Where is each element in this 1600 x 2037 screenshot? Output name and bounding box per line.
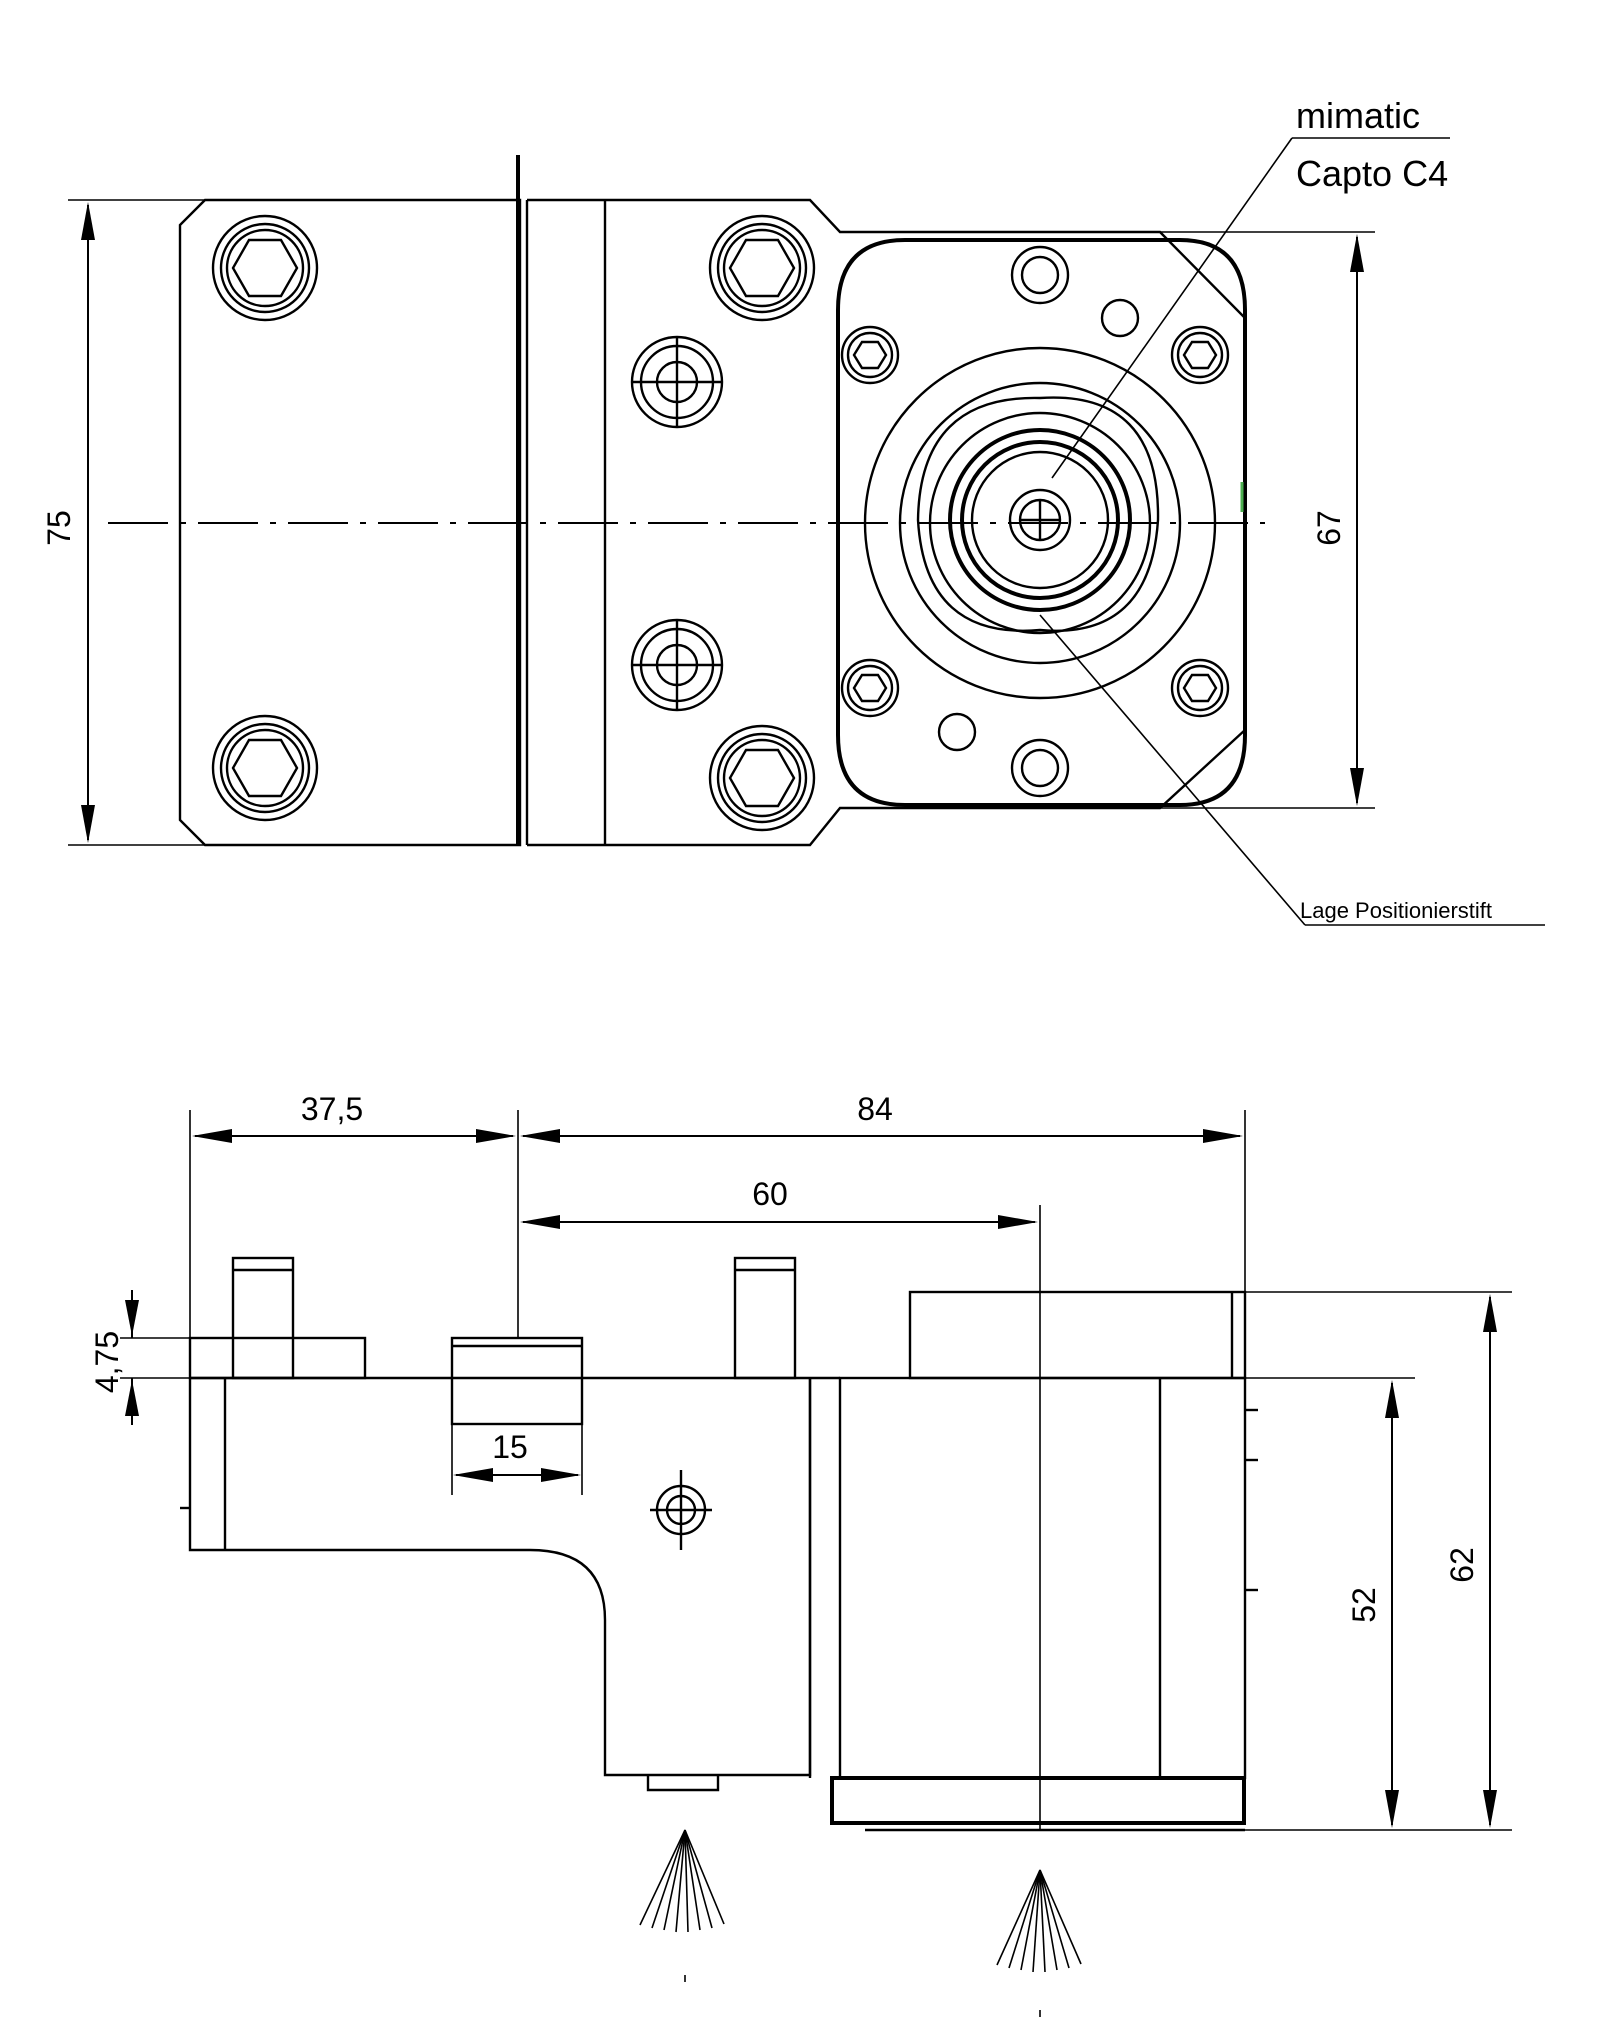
arrow-84-left xyxy=(520,1129,560,1143)
flange-hole-lower xyxy=(937,712,977,752)
bolt-top-middle xyxy=(708,214,816,322)
top-view: 75 67 xyxy=(41,95,1545,926)
dim-label-62: 62 xyxy=(1444,1547,1480,1583)
key-block xyxy=(450,1336,584,1426)
flange-ring-mid xyxy=(898,381,1182,665)
arrow-15-left xyxy=(453,1468,493,1482)
dim-label-4-75: 4,75 xyxy=(89,1331,125,1393)
flange-outline xyxy=(836,238,1247,807)
arrow-15-right xyxy=(541,1468,581,1482)
leader-pin xyxy=(1039,614,1306,926)
coolant-spray-left xyxy=(639,1829,725,1982)
arrow-75-bottom xyxy=(81,805,95,843)
arrow-75-top xyxy=(81,202,95,240)
coolant-nozzle xyxy=(646,1775,720,1792)
housing-bottom-flange xyxy=(830,1776,1246,1825)
flange-screw-tl xyxy=(840,325,900,385)
label-mimatic: mimatic xyxy=(1296,95,1420,136)
base-plate-outline xyxy=(188,1378,812,1777)
flange-screw-tr xyxy=(1170,325,1230,385)
arrow-37-left xyxy=(192,1129,232,1143)
arrow-52-bottom xyxy=(1385,1790,1399,1828)
side-view: 37,5 84 60 4,75 15 52 62 xyxy=(89,1091,1512,2017)
dim-label-75: 75 xyxy=(41,510,77,546)
leader-capto xyxy=(1051,137,1293,479)
flange-hole-upper xyxy=(1100,298,1140,338)
arrow-52-top xyxy=(1385,1380,1399,1418)
arrow-475-bottom xyxy=(125,1380,139,1416)
stud-middle xyxy=(733,1256,797,1380)
bolt-bottom-middle xyxy=(708,724,816,832)
label-lage-positionierstift: Lage Positionierstift xyxy=(1300,898,1492,923)
stud-left xyxy=(188,1256,367,1380)
dim-label-60: 60 xyxy=(752,1176,788,1212)
coolant-fitting-bottom xyxy=(630,618,724,712)
arrow-60-right xyxy=(998,1215,1038,1229)
capto-spindle xyxy=(916,396,1160,632)
arrow-67-top xyxy=(1350,234,1364,272)
arrow-62-bottom xyxy=(1483,1790,1497,1828)
dim-label-52: 52 xyxy=(1346,1587,1382,1623)
coolant-spray-right xyxy=(996,1869,1082,2017)
flange-ring-outer xyxy=(863,346,1217,700)
housing-top-cap xyxy=(908,1290,1247,1380)
arrow-37-right xyxy=(476,1129,516,1143)
side-coolant-screw xyxy=(650,1470,712,1550)
arrow-62-top xyxy=(1483,1294,1497,1332)
arrow-67-bottom xyxy=(1350,768,1364,806)
dim-label-84: 84 xyxy=(857,1091,893,1127)
bolt-top-left xyxy=(211,214,319,322)
bolt-bottom-left xyxy=(211,714,319,822)
dim-label-15: 15 xyxy=(492,1429,528,1465)
flange-ring-inner xyxy=(928,411,1152,635)
dim-label-37-5: 37,5 xyxy=(301,1091,363,1127)
flange-pin-bottom xyxy=(1010,738,1070,798)
arrow-475-top xyxy=(125,1300,139,1336)
spindle-housing xyxy=(838,1376,1247,1780)
arrow-84-right xyxy=(1203,1129,1243,1143)
coolant-fitting-top xyxy=(630,335,724,429)
flange-screw-bl xyxy=(840,658,900,718)
dim-label-67: 67 xyxy=(1311,510,1347,546)
flange-screw-br xyxy=(1170,658,1230,718)
arrow-60-left xyxy=(520,1215,560,1229)
flange-pin-top xyxy=(1010,245,1070,305)
label-capto: Capto C4 xyxy=(1296,153,1448,194)
